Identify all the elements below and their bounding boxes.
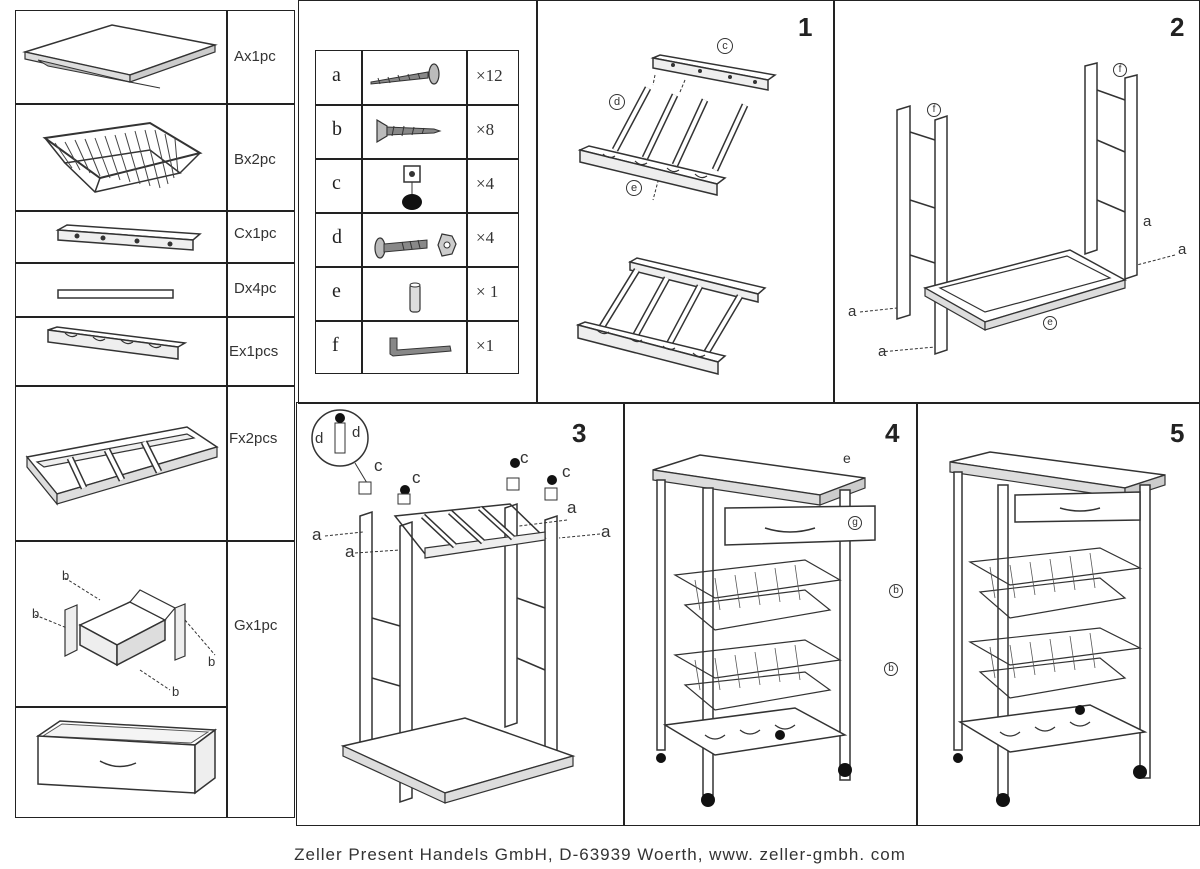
step-number-3: 3 (572, 418, 587, 448)
step-4-callout-e: e (843, 450, 851, 466)
footer-company-info: Zeller Present Handels GmbH, D-63939 Woe… (294, 845, 906, 864)
hardware-letter-c: c (332, 172, 341, 194)
allen-key-icon (385, 334, 460, 364)
step-3-callout-c3: c (520, 448, 529, 467)
step-1-callout-d: d (609, 94, 625, 110)
ladder-frame-icon (22, 422, 222, 517)
parts-divider (15, 385, 295, 387)
step-3-callout-c1: c (374, 456, 383, 475)
hardware-qty-e: × 1 (476, 282, 499, 301)
knob-pin-icon (405, 280, 425, 316)
part-label-e: Ex1pcs (229, 343, 279, 360)
step-4-callout-g: g (848, 516, 862, 530)
hardware-qty-f: ×1 (476, 336, 495, 355)
step-2-callout-f2: f (1113, 63, 1127, 77)
step-2-callout-f1: f (927, 103, 941, 117)
step-3-callout-d1: d (315, 430, 324, 447)
step-1-callout-c: c (717, 38, 733, 54)
drawer-exploded-icon (25, 560, 225, 700)
step-2-side-frames (855, 60, 1195, 360)
parts-divider (15, 103, 295, 105)
hardware-letter-e: e (332, 280, 341, 302)
step-3-callout-a1: a (312, 525, 322, 544)
parts-divider-partial (15, 706, 226, 708)
step-2-callout-a2: a (878, 343, 887, 360)
hardware-letter-a: a (332, 64, 341, 86)
hardware-letter-f: f (332, 334, 339, 356)
part-label-f: Fx2pcs (229, 430, 278, 447)
hardware-qty-a: ×12 (476, 66, 503, 85)
step-2-callout-a3: a (1143, 213, 1152, 230)
hardware-row-divider (315, 266, 519, 268)
wire-basket-icon (40, 118, 205, 198)
step-number-1: 1 (798, 12, 813, 42)
step-4-callout-b2: b (884, 662, 898, 676)
step-3-panel (296, 402, 625, 826)
drawer-icon (35, 718, 220, 798)
step-2-callout-a1: a (848, 303, 857, 320)
rail-c-icon (55, 222, 205, 254)
step-number-4: 4 (885, 418, 900, 448)
step-1-panel (536, 0, 835, 404)
step-3-frame-assembly (305, 408, 605, 813)
step-4-trolley (645, 450, 915, 807)
parts-divider (15, 210, 295, 212)
parts-divider (15, 262, 295, 264)
hardware-qty-d: ×4 (476, 228, 495, 247)
hardware-letter-b: b (332, 118, 342, 140)
step-3-callout-a3: a (567, 498, 577, 517)
step-4-panel (623, 402, 918, 826)
hardware-row-divider (315, 158, 519, 160)
tabletop-icon (20, 20, 220, 95)
step-number-5: 5 (1170, 418, 1185, 448)
step-3-callout-a2: a (345, 542, 355, 561)
part-label-a: Ax1pc (234, 48, 276, 65)
step-1-assembled-frame (575, 250, 770, 380)
cap-nut-icon (402, 162, 422, 210)
hardware-row-divider (315, 104, 519, 106)
step-3-callout-c4: c (562, 462, 571, 481)
g-callout-b3: b (208, 654, 216, 669)
part-label-b: Bx2pc (234, 151, 276, 168)
part-label-g: Gx1pc (234, 617, 278, 634)
g-callout-b1: b (32, 606, 40, 621)
dowel-rod-icon (55, 285, 180, 305)
step-5-trolley (940, 450, 1180, 807)
flat-screw-icon (372, 116, 462, 146)
step-1-callout-e: e (626, 180, 642, 196)
hardware-letter-d: d (332, 226, 342, 248)
g-callout-b2: b (62, 568, 70, 583)
hardware-panel (298, 0, 538, 404)
hardware-qty-b: ×8 (476, 120, 495, 139)
rail-e-icon (45, 325, 190, 365)
step-4-callout-b1: b (889, 584, 903, 598)
hardware-qty-c: ×4 (476, 174, 495, 193)
g-callout-b4: b (172, 684, 180, 699)
step-2-callout-a4: a (1178, 241, 1187, 258)
step-3-callout-a4: a (601, 522, 611, 541)
parts-divider-vertical (226, 10, 228, 818)
step-3-callout-d2: d (352, 424, 361, 441)
parts-list-panel (15, 10, 295, 818)
part-label-c: Cx1pc (234, 225, 277, 242)
parts-divider (15, 540, 295, 542)
step-2-callout-e: e (1043, 316, 1057, 330)
hardware-row-divider (315, 212, 519, 214)
step-number-2: 2 (1170, 12, 1185, 42)
step-1-exploded-frame (575, 50, 775, 210)
step-3-callout-c2: c (412, 468, 421, 487)
bolt-nut-icon (372, 228, 462, 263)
hardware-row-divider (315, 320, 519, 322)
long-screw-icon (368, 60, 463, 90)
part-label-d: Dx4pc (234, 280, 277, 297)
parts-divider (15, 316, 295, 318)
